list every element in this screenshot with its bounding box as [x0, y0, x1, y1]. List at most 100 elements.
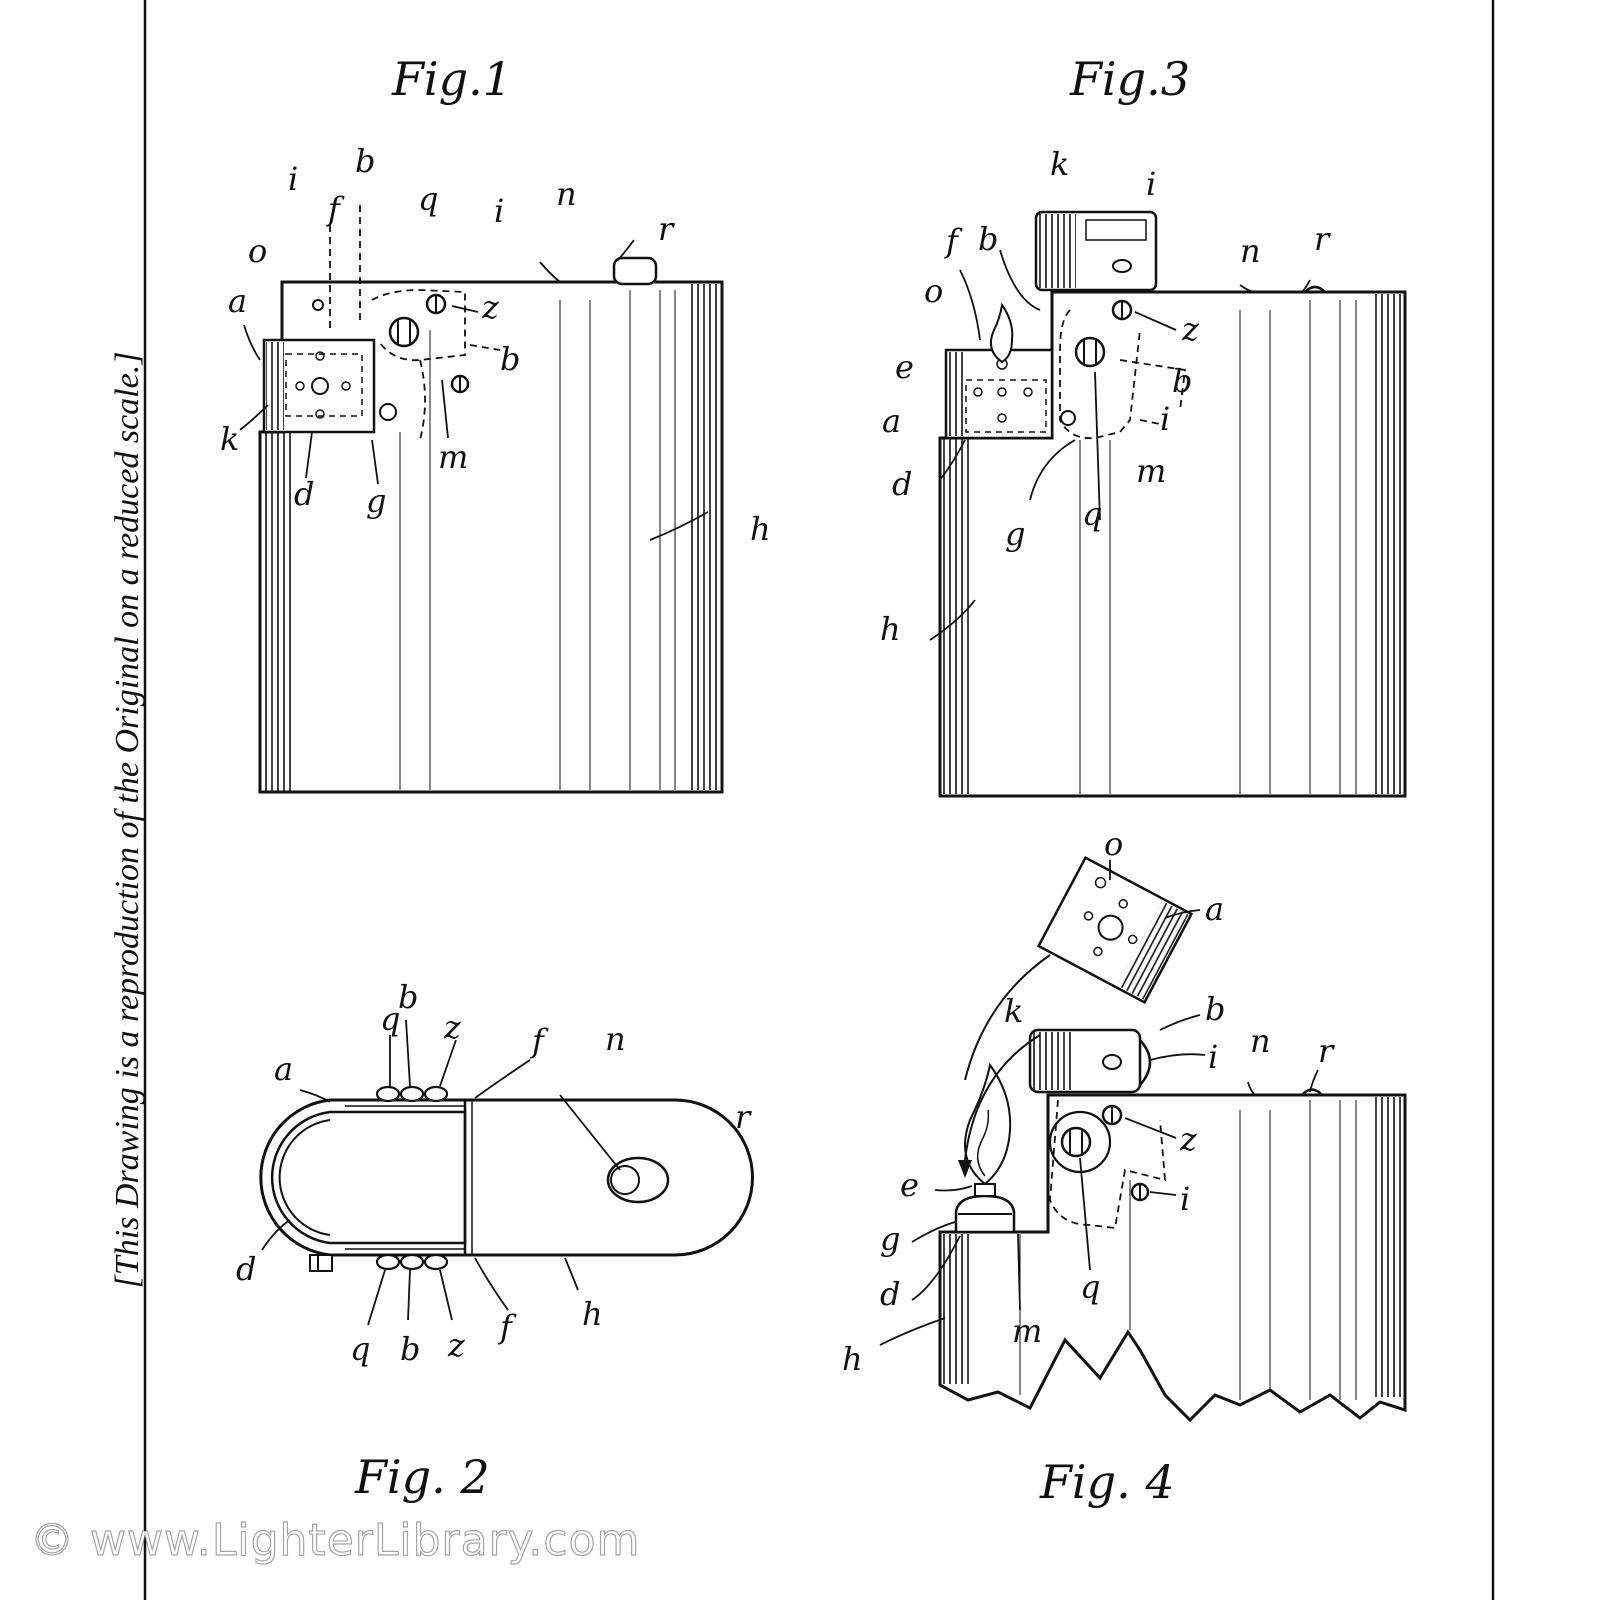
fig1-label-k: k [220, 420, 239, 458]
fig2-screw-heads [375, 1085, 449, 1271]
fig4-lighter-body [938, 1093, 1407, 1423]
fig3-title: Fig.3 [1070, 52, 1190, 106]
fig2-label-d: d [236, 1250, 256, 1288]
fig2-label-b-top: b [398, 978, 418, 1016]
fig2-leader-lines [261, 1019, 621, 1326]
fig3-lighter-body [938, 290, 1407, 798]
fig3-label-a: a [882, 402, 901, 440]
fig4-label-i-lower: i [1180, 1180, 1190, 1218]
fig4-label-a: a [1205, 890, 1224, 928]
fig4-drawing: o a k b n r i z e i g d q m h [842, 825, 1407, 1423]
fig1-pivot-screw [388, 316, 420, 348]
fig4-pivot-cam [1048, 1110, 1112, 1174]
fig1-label-a: a [228, 282, 247, 320]
fig1-label-z: z [481, 288, 500, 326]
fig2-chimney-tab [309, 1254, 333, 1272]
fig3-label-b-top: b [978, 220, 998, 258]
fig1-title: Fig.1 [392, 52, 512, 106]
fig4-label-e: e [900, 1166, 919, 1204]
fig1-label-i-right: i [494, 192, 504, 230]
fig2-label-b-bottom: b [400, 1330, 420, 1368]
fig4-label-h: h [842, 1340, 863, 1378]
fig3-hidden-cam [1059, 309, 1187, 440]
fig3-label-i-top: i [1146, 165, 1156, 203]
fig3-label-i-right: i [1160, 400, 1170, 438]
fig2-label-h: h [582, 1295, 603, 1333]
fig1-label-m: m [438, 438, 468, 476]
fig2-label-q-top: q [380, 1000, 400, 1038]
fig4-motion-arrow-lower [964, 1034, 1041, 1161]
fig4-label-z: z [1179, 1120, 1198, 1158]
fig2-flint-button [606, 1156, 670, 1204]
fig3-label-h: h [880, 610, 901, 648]
fig3-label-f: f [944, 222, 963, 260]
fig4-pivot-screw [1060, 1126, 1092, 1158]
fig1-label-d: d [294, 475, 314, 513]
fig4-hidden-cam [1049, 1099, 1167, 1229]
fig4-motion-arrow-upper [964, 954, 1051, 1081]
fig2-label-n: n [605, 1020, 626, 1058]
fig3-drawing: k i f b n r o z e b a i d m q g h [880, 145, 1407, 798]
fig4-wick-holder [954, 1183, 1016, 1234]
fig1-label-o: o [248, 232, 267, 270]
fig3-label-g: g [1005, 515, 1025, 553]
fig1-lighter-body [258, 280, 724, 794]
fig3-label-o: o [924, 272, 943, 310]
fig2-label-a: a [274, 1050, 293, 1088]
fig4-label-r: r [1318, 1032, 1335, 1070]
fig4-label-d: d [880, 1275, 900, 1313]
fig4-label-m: m [1012, 1312, 1042, 1350]
fig4-label-b: b [1205, 990, 1225, 1028]
fig4-label-i-upper: i [1208, 1038, 1218, 1076]
fig3-label-b-right: b [1172, 362, 1192, 400]
fig2-label-f-top: f [530, 1022, 549, 1060]
fig3-flame [989, 302, 1014, 364]
fig1-label-n: n [556, 175, 577, 213]
fig3-leader-lines [929, 249, 1311, 641]
fig1-label-h: h [750, 510, 771, 548]
fig3-label-q: q [1082, 495, 1102, 533]
fig2-label-q-bottom: q [350, 1330, 370, 1368]
fig1-flint-button [612, 256, 658, 286]
fig1-label-i-top: i [288, 160, 298, 198]
fig1-label-r: r [658, 210, 675, 248]
fig1-label-f: f [326, 190, 345, 228]
fig1-hidden-cam [329, 205, 501, 441]
fig4-label-k: k [1004, 992, 1023, 1030]
fig3-pivot-screw [1074, 336, 1106, 368]
fig2-title: Fig. 2 [355, 1450, 490, 1504]
fig2-label-z-top: z [443, 1008, 462, 1046]
fig4-label-o: o [1104, 825, 1123, 863]
fig3-label-z: z [1181, 310, 1200, 348]
fig3-label-k: k [1050, 145, 1069, 183]
fig2-label-z-bottom: z [447, 1326, 466, 1364]
fig3-label-e: e [895, 348, 914, 386]
fig4-cap-block [1028, 1028, 1152, 1094]
fig2-label-f-bottom: f [498, 1308, 517, 1346]
fig2-label-r: r [735, 1098, 752, 1136]
fig3-label-d: d [892, 465, 912, 503]
fig4-label-n: n [1250, 1022, 1271, 1060]
fig3-label-n: n [1240, 232, 1261, 270]
fig4-label-q: q [1080, 1268, 1100, 1306]
fig2-lighter-top [259, 1098, 754, 1257]
fig4-flint-button [1301, 1088, 1323, 1096]
fig1-chimney [262, 299, 397, 434]
fig1-label-b-right: b [500, 340, 520, 378]
fig3-lid-cap [1034, 210, 1158, 292]
watermark-logo: © www.LighterLibrary.com [29, 1514, 641, 1566]
fig3-label-m: m [1136, 452, 1166, 490]
fig4-open-lid [1036, 855, 1194, 1005]
fig4-label-g: g [880, 1220, 900, 1258]
fig3-chimney [944, 348, 1054, 440]
fig4-leader-lines [879, 860, 1319, 1346]
fig1-label-b-top: b [355, 142, 375, 180]
fig3-flint-button [1304, 285, 1326, 293]
fig4-title: Fig. 4 [1040, 1455, 1175, 1509]
fig3-rivet [1060, 410, 1076, 426]
fig1-label-q: q [418, 180, 438, 218]
fig1-label-g: g [366, 482, 386, 520]
fig2-drawing: q b z f n a r d q b z f h [236, 978, 754, 1368]
